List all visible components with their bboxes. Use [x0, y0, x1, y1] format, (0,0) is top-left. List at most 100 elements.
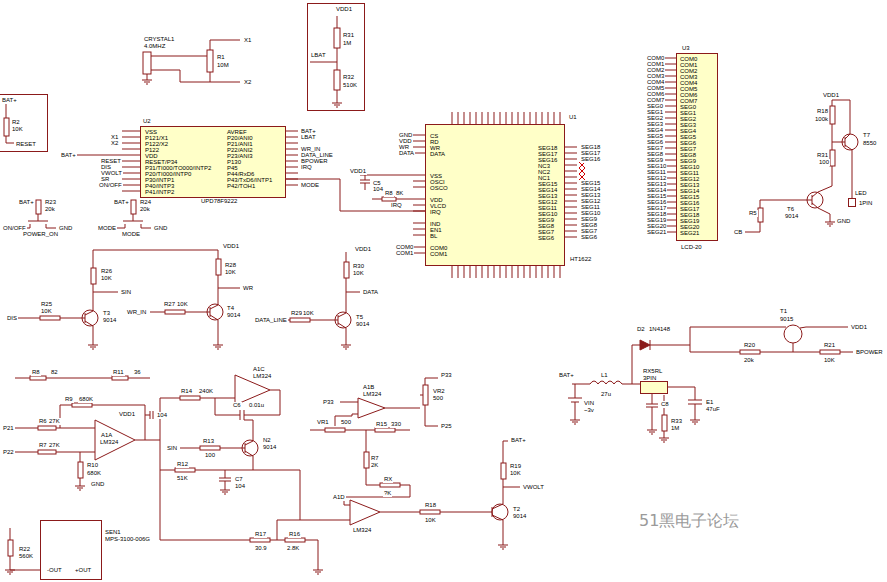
no-connect-mark: [579, 162, 585, 180]
part-label: 27K: [48, 442, 61, 449]
part-label: 104: [156, 412, 168, 419]
part-label: R5: [748, 210, 758, 217]
part-label: R30: [352, 263, 365, 270]
part-label: R31: [816, 152, 829, 159]
resistor-symbol: [91, 268, 96, 284]
pin-name: COM7: [680, 98, 697, 105]
resistor-symbol: [334, 28, 340, 48]
part-label: LM324: [352, 527, 372, 534]
part-label: 330: [390, 421, 402, 428]
pin-name: SEG12: [538, 199, 557, 206]
part-label: 10K: [100, 275, 113, 282]
part-label: R9: [64, 396, 74, 403]
part-label: VDD1: [118, 411, 136, 418]
part-label: R28: [224, 262, 237, 269]
pin-name: IND: [430, 221, 440, 228]
pin-name: SEG10: [680, 164, 699, 171]
resistor-symbols: [4, 28, 840, 556]
pin-name: 510K: [343, 82, 357, 89]
pin-name: SEG15: [680, 194, 699, 201]
part-label: 10K: [509, 470, 522, 477]
pin-name: OSCO: [430, 185, 448, 192]
part-label: T6: [786, 206, 795, 213]
part-label: BAT+: [60, 152, 77, 159]
pin-name: NC2: [538, 169, 550, 176]
part-label: BAT+: [558, 372, 575, 379]
part-label: LBAT: [300, 134, 317, 141]
opamp-symbol: [350, 500, 380, 525]
part-label: R10: [86, 462, 99, 469]
pin-name: SEG8: [680, 152, 696, 159]
part-label: D2: [636, 326, 646, 333]
resistor-symbol: [250, 538, 270, 542]
signal-wire: [286, 179, 425, 211]
part-label: 0.01u: [248, 402, 265, 409]
part-label: R14: [180, 388, 193, 395]
part-label: 100k: [814, 116, 829, 123]
part-label: 500: [432, 395, 444, 402]
pin-name: P31/TI000/TO000/INTP2: [145, 165, 211, 172]
part-label: VDD1: [822, 92, 840, 99]
pin-name: VDD1: [336, 6, 352, 13]
part-label: 10K: [302, 310, 315, 317]
pin-name: 10K: [12, 126, 23, 133]
part-label: A1A: [100, 432, 113, 439]
part-label: WR_IN: [126, 309, 147, 316]
pin-name: -OUT: [47, 567, 62, 574]
wire: [568, 327, 853, 438]
pin-name: SEG3: [680, 122, 696, 129]
wires: [5, 16, 853, 574]
part-label: R13: [202, 438, 215, 445]
part-label: SIN: [120, 289, 132, 296]
pin-name: COM0: [430, 245, 447, 252]
part-label: 1N4148: [648, 326, 671, 333]
part-label: LM324: [362, 391, 382, 398]
part-label: 51K: [176, 475, 189, 482]
pressure-sensor: SEN1MPS-3100-006G-OUT+OUT: [40, 520, 102, 580]
pin-name: CS: [430, 133, 438, 140]
lcd-driver-chip: CSRDWRDATAVSSOSCIOSCOVDDVLCDIRQINDEN1BLC…: [425, 124, 565, 266]
pin-name: +OUT: [75, 567, 91, 574]
part-label: T5: [355, 314, 364, 321]
part-label: ON/OFF: [98, 182, 123, 189]
part-label: BAT+: [510, 437, 527, 444]
part-label: R7: [38, 442, 48, 449]
part-label: VR2: [432, 388, 446, 395]
pin-name: UPD78F9222: [201, 198, 237, 205]
part-label: P21: [2, 425, 15, 432]
part-label: WR: [242, 285, 254, 292]
pin-name: P23/ANI3: [227, 153, 253, 160]
resistor-symbol: [36, 200, 41, 214]
resistor-symbol: [200, 446, 220, 450]
pin-name: SEG4: [680, 128, 696, 135]
wire: [15, 378, 350, 520]
part-label: R22: [18, 546, 31, 553]
resistor-symbol: [30, 376, 46, 380]
pin-name: P20/ANI0: [227, 135, 253, 142]
pin-name: RESET/P34: [145, 159, 177, 166]
pin-name: RX5RL: [643, 368, 662, 375]
part-label: R12: [176, 461, 189, 468]
part-label: GND: [90, 481, 105, 488]
resistor-symbol: [38, 426, 56, 430]
part-label: 2.8K: [286, 545, 300, 552]
resistor-symbol: [175, 468, 195, 472]
resistor-symbol: [364, 452, 369, 468]
part-label: CB: [733, 229, 743, 236]
pin-name: BAT+: [2, 97, 17, 104]
pin-name: MPS-3100-006G: [105, 536, 150, 543]
resistor-symbol: [662, 415, 667, 431]
opamp-symbol: [95, 420, 135, 460]
crystal-symbol: [143, 52, 151, 74]
part-label: 9014: [262, 444, 277, 451]
part-label: 104: [234, 483, 246, 490]
part-label: BAT+: [113, 199, 130, 206]
pin-name: COM1: [680, 62, 697, 69]
part-label: R8: [384, 190, 394, 197]
reset-frame: BAT+R210KRESET: [0, 94, 48, 152]
no-connect-marks: [579, 162, 585, 180]
resistor-symbol: [112, 376, 128, 380]
part-label: 10K: [40, 308, 53, 315]
part-label: R18: [424, 502, 437, 509]
